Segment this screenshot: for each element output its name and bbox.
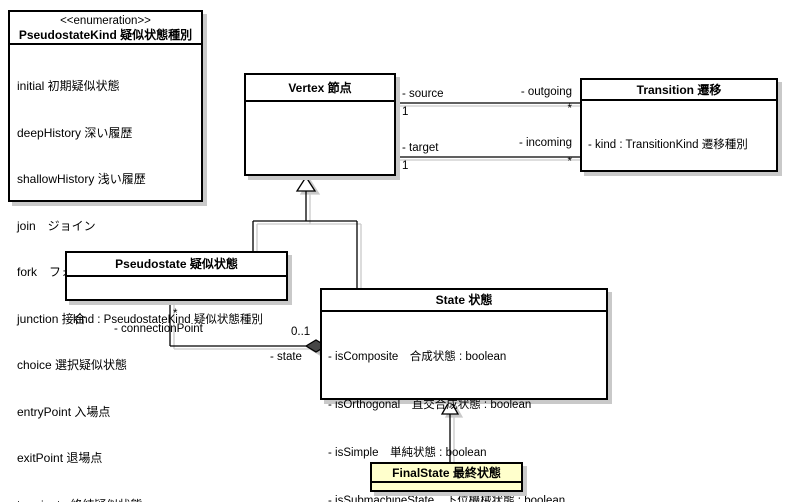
enum-literal: entryPoint 入場点 [17, 404, 111, 419]
enum-literal: initial 初期疑似状態 [17, 79, 120, 93]
class-transition-title: Transition 遷移 [582, 80, 776, 101]
role-label-connectionpoint: - connectionPoint [114, 323, 203, 335]
attribute: - isSimple 単純状態 : boolean [328, 447, 487, 459]
enum-literal: terminate 終結疑似状態 [17, 498, 201, 502]
enum-literal: join ジョイン [17, 218, 96, 233]
enumeration-stereotype: <<enumeration>> [60, 14, 151, 27]
class-state-attributes: - isComposite 合成状態 : boolean - isOrthogo… [322, 312, 606, 502]
class-finalstate-title: FinalState 最終状態 [372, 464, 521, 483]
class-state: State 状態 - isComposite 合成状態 : boolean - … [320, 288, 608, 502]
class-transition: Transition 遷移 - kind : TransitionKind 遷移… [580, 78, 778, 172]
attribute: - isOrthogonal 直交合成状態 : boolean [328, 399, 532, 411]
role-label-source: - source [402, 88, 444, 100]
generalization-finalstate [440, 398, 460, 462]
class-vertex: Vertex 節点 [244, 73, 396, 176]
multiplicity-state: 0..1 [291, 326, 311, 338]
role-label-target: - target [402, 142, 439, 154]
attribute: - isComposite 合成状態 : boolean [328, 351, 507, 363]
attribute: kind : PseudostateKind 疑似状態種別 [73, 314, 263, 326]
enum-literal: exitPoint 退場点 [17, 451, 103, 465]
generalization-vertex [252, 175, 358, 288]
multiplicity-connectionpoint: * [173, 308, 178, 320]
enumeration-title: PseudostateKind 疑似状態種別 [18, 27, 193, 42]
multiplicity-source: 1 [402, 106, 409, 118]
enum-literal: junction 接合 [17, 311, 86, 326]
enumeration-header: <<enumeration>> PseudostateKind 疑似状態種別 [10, 12, 201, 45]
class-state-title: State 状態 [322, 290, 606, 312]
class-pseudostate: Pseudostate 疑似状態 kind : PseudostateKind … [65, 251, 288, 326]
role-label-outgoing: - outgoing [520, 86, 572, 98]
attribute: - isSubmachineState 下位機械状態 : boolean [328, 495, 566, 502]
class-finalstate: FinalState 最終状態 [370, 462, 523, 492]
enum-literal: deepHistory 深い履歴 [17, 125, 133, 140]
generalization-triangle-icon [440, 398, 460, 415]
class-pseudostate-attributes: kind : PseudostateKind 疑似状態種別 [67, 277, 286, 360]
role-label-state: - state [270, 351, 302, 363]
enumeration-literals: initial 初期疑似状態 deepHistory 深い履歴 shallowH… [10, 45, 201, 502]
class-vertex-attributes [246, 102, 394, 106]
role-label-incoming: - incoming [518, 137, 572, 149]
generalization-triangle-icon [295, 175, 317, 192]
enum-literal: choice 選択疑似状態 [17, 358, 128, 372]
enumeration-pseudostatekind: <<enumeration>> PseudostateKind 疑似状態種別 i… [8, 10, 203, 502]
multiplicity-target: 1 [402, 160, 409, 172]
class-pseudostate-title: Pseudostate 疑似状態 [67, 253, 286, 277]
enum-literal: shallowHistory 浅い履歴 [17, 172, 146, 186]
attribute: - kind : TransitionKind 遷移種別 [588, 139, 748, 151]
class-vertex-title: Vertex 節点 [246, 75, 394, 102]
multiplicity-incoming: * [567, 156, 572, 168]
class-transition-attributes: - kind : TransitionKind 遷移種別 [582, 101, 776, 185]
multiplicity-outgoing: * [567, 103, 572, 115]
